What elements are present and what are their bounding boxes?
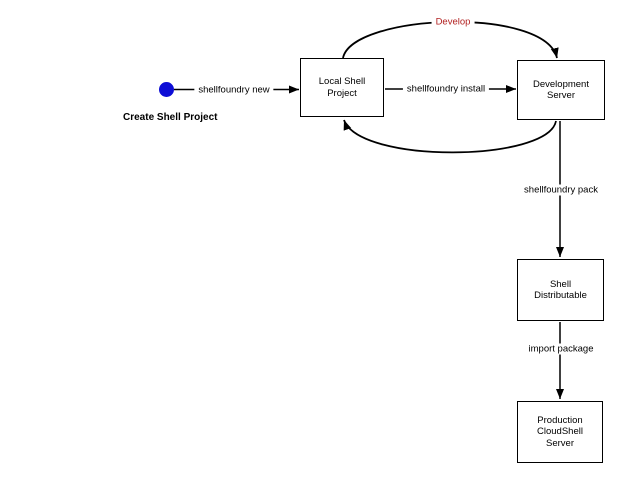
- node-shell-distributable-label: Shell Distributable: [534, 278, 587, 302]
- edge-label-import-package: import package: [524, 343, 598, 355]
- edge-label-shellfoundry-install: shellfoundry install: [402, 83, 490, 95]
- edge-label-develop: Develop: [431, 16, 475, 28]
- node-production-cloudshell-server: Production CloudShell Server: [517, 401, 603, 463]
- node-local-shell-project-label: Local Shell Project: [318, 76, 366, 99]
- edge-label-shellfoundry-pack: shellfoundry pack: [520, 184, 602, 196]
- start-node-label: Create Shell Project: [123, 112, 218, 123]
- start-node-circle: [159, 82, 174, 97]
- node-shell-distributable: Shell Distributable: [517, 259, 604, 321]
- node-development-server: Development Server: [517, 60, 605, 120]
- node-local-shell-project: Local Shell Project: [300, 58, 384, 117]
- edge-return-curve: [343, 119, 557, 154]
- edge-label-shellfoundry-new: shellfoundry new: [194, 84, 274, 96]
- node-production-cloudshell-server-label: Production CloudShell Server: [537, 414, 583, 449]
- node-development-server-label: Development Server: [533, 78, 589, 102]
